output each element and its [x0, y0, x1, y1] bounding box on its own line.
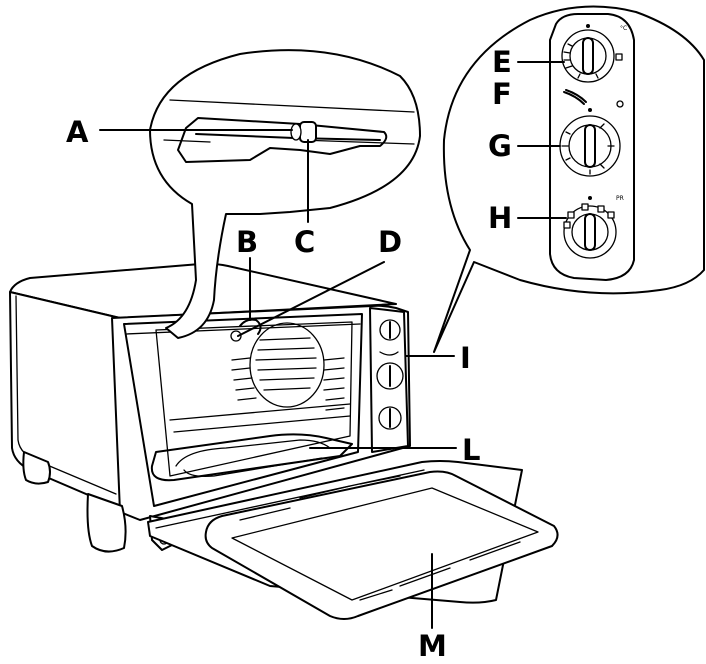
- baking-tray: [204, 470, 559, 620]
- detail-bubble-controls: °C PR: [433, 5, 705, 353]
- leader-lines: [99, 61, 567, 629]
- detail-bubble-heating-element: [149, 49, 421, 339]
- svg-text:°C: °C: [620, 25, 627, 32]
- oven-lamp: [230, 330, 242, 342]
- label-d: D: [378, 225, 402, 259]
- svg-text:PR: PR: [616, 195, 624, 202]
- label-b: B: [236, 225, 258, 259]
- wire-rack: [150, 433, 353, 482]
- label-m: M: [418, 629, 447, 663]
- indicator-light: [563, 91, 585, 105]
- label-h: H: [488, 201, 512, 235]
- label-i: I: [460, 341, 471, 375]
- upper-heating-element: [239, 318, 262, 335]
- knob-function: PR: [563, 195, 624, 259]
- label-c: C: [294, 225, 315, 259]
- knob-timer: [559, 100, 624, 177]
- timer-icon: [616, 100, 624, 108]
- knob-temperature: °C: [561, 24, 627, 83]
- heating-mode-icon: [567, 211, 575, 219]
- part-labels: A B C D E F G H I L M: [66, 45, 512, 663]
- label-l: L: [462, 433, 480, 467]
- vent-slots: [231, 337, 345, 411]
- label-g: G: [488, 129, 512, 163]
- label-a: A: [66, 115, 89, 149]
- leader-d: [237, 261, 385, 337]
- foot-left: [22, 451, 51, 485]
- label-e: E: [492, 45, 512, 79]
- label-f: F: [492, 77, 512, 111]
- light-icon: [615, 53, 623, 61]
- control-column-knobs: [376, 319, 404, 430]
- foot-front: [86, 493, 127, 553]
